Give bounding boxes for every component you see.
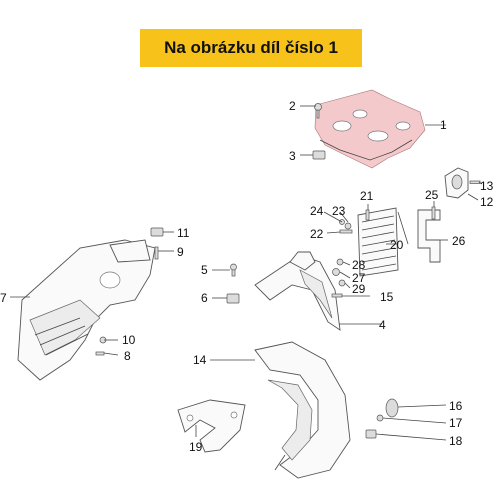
callout-29: 29 [352, 282, 366, 296]
callout-11: 11 [177, 226, 190, 240]
callout-16: 16 [449, 399, 463, 413]
leader-lines [10, 105, 483, 441]
callout-6: 6 [201, 291, 208, 305]
part-4-rear-mudguard[interactable] [254, 251, 341, 331]
part-5-screw[interactable] [230, 263, 237, 277]
part-14-front-mudguard[interactable] [254, 341, 351, 479]
part-6-clip[interactable] [226, 293, 240, 304]
callout-1: 1 [440, 118, 447, 132]
callout-8: 8 [124, 349, 131, 363]
part-28-washer[interactable] [336, 258, 344, 266]
part-19-bracket[interactable] [177, 399, 246, 453]
part-20-grille-plate[interactable] [357, 207, 399, 277]
part-1-rear-cover[interactable] [314, 89, 426, 169]
banner-text: Na obrázku díl číslo 1 [164, 38, 338, 57]
callout-labels: 1 2 3 4 5 6 7 8 9 10 11 12 13 14 15 16 1… [0, 99, 494, 454]
part-12-lamp-holder[interactable] [444, 167, 469, 199]
callout-19: 19 [189, 440, 203, 454]
part-11-clip[interactable] [150, 227, 164, 237]
callout-5: 5 [201, 263, 208, 277]
part-22-screw[interactable] [339, 229, 353, 234]
callout-14: 14 [193, 353, 207, 367]
callout-2: 2 [289, 99, 296, 113]
part-16-reflector[interactable] [385, 398, 399, 418]
part-26-bracket[interactable] [417, 209, 441, 263]
callout-26: 26 [452, 234, 466, 248]
callout-9: 9 [177, 245, 184, 259]
callout-27: 27 [352, 271, 366, 285]
callout-13: 13 [480, 179, 494, 193]
part-27-nut[interactable] [332, 268, 340, 276]
part-29-bolt[interactable] [338, 279, 346, 287]
part-17-nut[interactable] [376, 414, 384, 422]
part-7-frame-cover[interactable] [17, 239, 156, 381]
callout-7: 7 [0, 291, 7, 305]
callout-21: 21 [360, 189, 374, 203]
part-2-screw[interactable] [314, 103, 322, 119]
part-13-screw[interactable] [469, 180, 481, 184]
callout-22: 22 [310, 227, 324, 241]
part-25-screw[interactable] [431, 206, 436, 220]
callout-4: 4 [379, 318, 386, 332]
callout-15: 15 [380, 290, 394, 304]
part-number-banner: Na obrázku díl číslo 1 [140, 29, 362, 67]
callout-3: 3 [289, 149, 296, 163]
callout-20: 20 [390, 238, 404, 252]
callout-10: 10 [122, 333, 136, 347]
part-3-clip[interactable] [312, 150, 326, 160]
part-15-screw[interactable] [331, 293, 343, 298]
callout-23: 23 [332, 204, 346, 218]
callout-17: 17 [449, 416, 463, 430]
callout-25: 25 [425, 188, 439, 202]
part-8-screw[interactable] [95, 351, 105, 356]
part-23-nut[interactable] [344, 222, 352, 230]
callout-28: 28 [352, 258, 366, 272]
callout-12: 12 [480, 195, 494, 209]
callout-24: 24 [310, 204, 324, 218]
callout-18: 18 [449, 434, 463, 448]
part-18-clip[interactable] [365, 429, 377, 439]
part-21-bolt[interactable] [365, 209, 370, 221]
part-9-screw[interactable] [154, 246, 159, 260]
